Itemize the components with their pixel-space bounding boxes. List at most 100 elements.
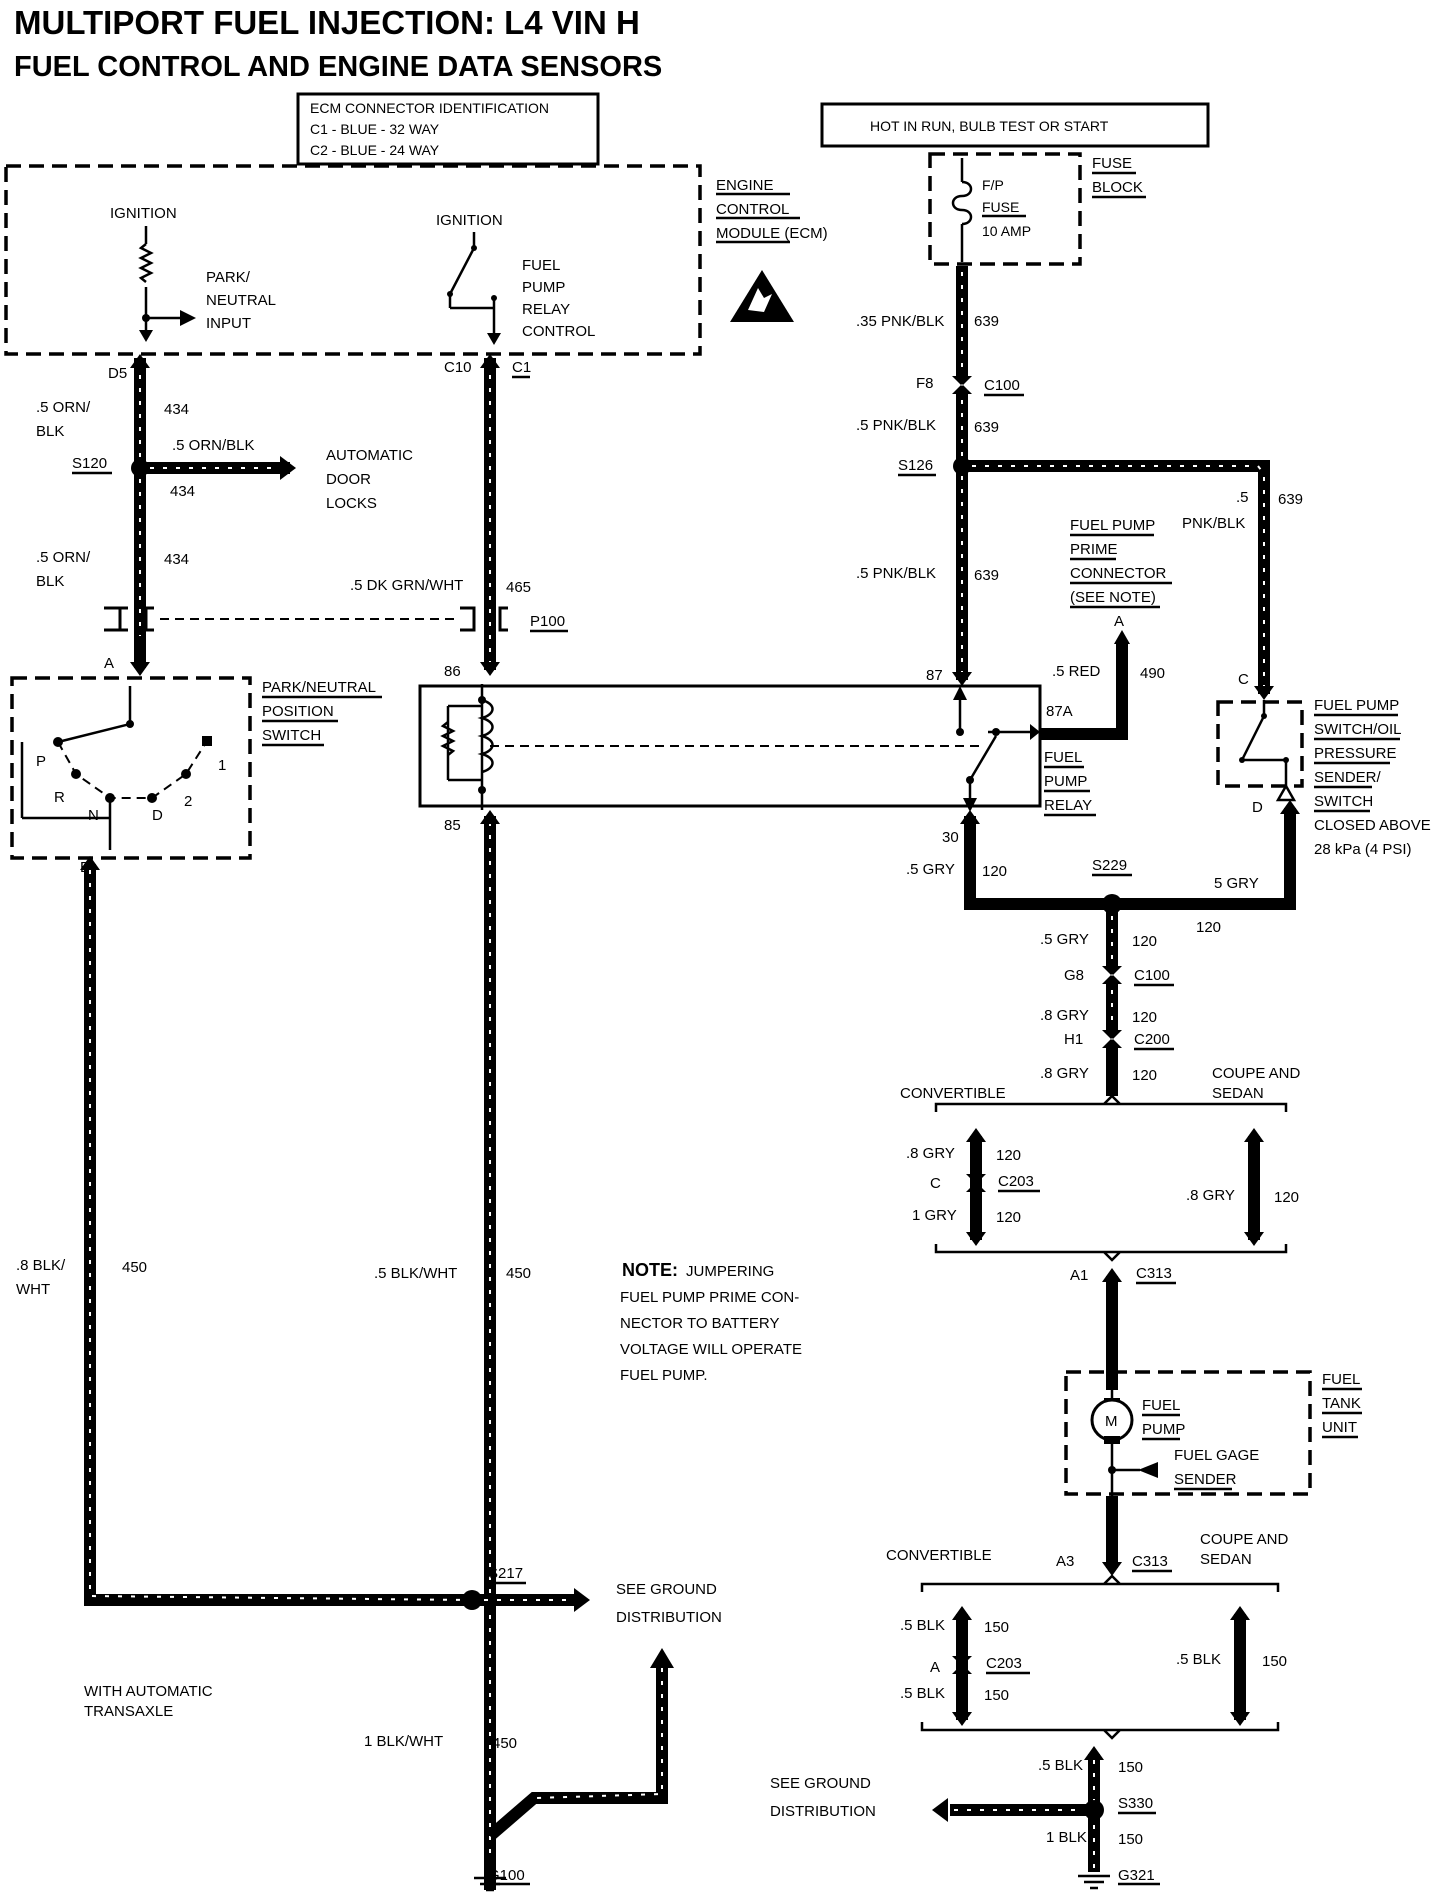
- wire-120-num-b: 120: [1196, 919, 1221, 936]
- prime-connector-label-1: FUEL PUMP: [1070, 517, 1155, 534]
- wire-120-color-c: .5 GRY: [1040, 931, 1089, 948]
- pin-86: 86: [444, 663, 461, 680]
- wire-639-num-a: 639: [974, 313, 999, 330]
- connector-p100-left: [104, 606, 128, 632]
- wire-120-num-g: 120: [996, 1209, 1021, 1226]
- note-line-3: NECTOR TO BATTERY: [620, 1315, 779, 1332]
- ecm-id-c2: C2 - BLUE - 24 WAY: [310, 142, 440, 158]
- connector-c100-label-b: C100: [1134, 967, 1170, 984]
- oil-switch-label-3: PRESSURE: [1314, 745, 1397, 762]
- wire-639-num-c: 639: [1278, 491, 1303, 508]
- connector-c203-b: [952, 1656, 972, 1674]
- fuel-tank-unit: [1064, 1370, 1312, 1496]
- pin-87a: 87A: [1046, 703, 1073, 720]
- wire-465-color: .5 DK GRN/WHT: [350, 577, 463, 594]
- ignition-label-1: IGNITION: [110, 205, 177, 222]
- fuse-block-label-1: FUSE: [1092, 155, 1132, 172]
- left-wiring: D5 .5 ORN/ BLK 434 S120 .5 ORN/BLK 434 A…: [36, 354, 568, 680]
- fpr-control-4: CONTROL: [522, 323, 595, 340]
- hot-in-run-label: HOT IN RUN, BULB TEST OR START: [870, 118, 1109, 134]
- ecm-id-c1: C1 - BLUE - 32 WAY: [310, 121, 440, 137]
- fuse-icon: [951, 180, 973, 226]
- wire-120-color-f: .8 GRY: [906, 1145, 955, 1162]
- wire-434-color-c1: .5 ORN/: [36, 549, 91, 566]
- wire-434-color-a1: .5 ORN/: [36, 399, 91, 416]
- connector-p100-right: [460, 606, 476, 632]
- see-ground-dist-right-1: SEE GROUND: [770, 1775, 871, 1792]
- connector-c100-b: [1102, 966, 1122, 984]
- option-bracket-2: [920, 1574, 1280, 1592]
- arrow-right-icon: [180, 310, 196, 326]
- wire-434-color-a2: BLK: [36, 423, 64, 440]
- note-line-4: VOLTAGE WILL OPERATE: [620, 1341, 802, 1358]
- splice-s217-label: S217: [488, 1565, 523, 1582]
- wire-450-color-b: .5 BLK/WHT: [374, 1265, 457, 1282]
- wire-434-color-b: .5 ORN/BLK: [172, 437, 255, 454]
- wire-490-num: 490: [1140, 665, 1165, 682]
- pin-c-c203: C: [930, 1175, 941, 1192]
- fpr-control-1: FUEL: [522, 257, 560, 274]
- connector-c313-label-b: C313: [1132, 1553, 1168, 1570]
- splice-s120-label: S120: [72, 455, 107, 472]
- fuse-rating: 10 AMP: [982, 223, 1031, 239]
- wire-490-color: .5 RED: [1052, 663, 1101, 680]
- pin-c1: C1: [512, 359, 531, 376]
- wire-120-num-d: 120: [1132, 1009, 1157, 1026]
- oil-pressure-switch: [1216, 700, 1304, 788]
- fuel-pump-label-1: FUEL: [1142, 1397, 1180, 1414]
- pn-switch-label-3: SWITCH: [262, 727, 321, 744]
- prime-connector-icon: [1114, 630, 1130, 644]
- pin-f8: F8: [916, 375, 934, 392]
- pin-a: A: [104, 655, 114, 672]
- connector-c203-a: [966, 1174, 986, 1192]
- connector-c100-label-a: C100: [984, 377, 1020, 394]
- ecm-label-1: ENGINE: [716, 177, 774, 194]
- oil-switch-label-6: CLOSED ABOVE: [1314, 817, 1431, 834]
- note-line-2: FUEL PUMP PRIME CON-: [620, 1289, 799, 1306]
- diagram-title: MULTIPORT FUEL INJECTION: L4 VIN H: [14, 4, 640, 41]
- prime-connector-label-3: CONNECTOR: [1070, 565, 1167, 582]
- right-wiring: .35 PNK/BLK 639 F8 C100 .5 PNK/BLK 639 S…: [770, 266, 1431, 1890]
- oil-switch-label-1: FUEL PUMP: [1314, 697, 1399, 714]
- wire-120-num-a: 120: [982, 863, 1007, 880]
- ground-wiring-left: .8 BLK/ WHT 450 .5 BLK/WHT 450 S217 SEE …: [16, 810, 722, 1892]
- wire-434-num-c: 434: [164, 551, 189, 568]
- splice-s330-label: S330: [1118, 1795, 1153, 1812]
- pull-up-resistor-icon: [138, 243, 154, 283]
- wire-639-num-b: 639: [974, 419, 999, 436]
- gear-n: N: [88, 807, 99, 824]
- fuse-block: FUSE BLOCK F/P FUSE 10 AMP: [928, 152, 1146, 266]
- oil-switch-label-7: 28 kPa (4 PSI): [1314, 841, 1412, 858]
- wire-150-num-a: 150: [984, 1619, 1009, 1636]
- oil-switch-label-4: SENDER/: [1314, 769, 1382, 786]
- pin-d5: D5: [108, 365, 127, 382]
- pn-switch-label-2: POSITION: [262, 703, 334, 720]
- wire-450-num-a: 450: [122, 1259, 147, 1276]
- wire-120-color-h: .8 GRY: [1186, 1187, 1235, 1204]
- park-neutral-switch: PARK/NEUTRAL POSITION SWITCH P R N D 2 1…: [10, 676, 382, 876]
- wire-639-color-d: PNK/BLK: [1182, 515, 1245, 532]
- wire-150-color-c: .5 BLK: [1176, 1651, 1221, 1668]
- pin-a-c203: A: [930, 1659, 940, 1676]
- connector-c203-label-a: C203: [998, 1173, 1034, 1190]
- arrow-right-icon: [574, 1588, 590, 1612]
- gear-2: 2: [184, 793, 192, 810]
- wire-450-color-a1: .8 BLK/: [16, 1257, 66, 1274]
- fuel-gage-label-2: SENDER: [1174, 1471, 1237, 1488]
- splice-s126-label: S126: [898, 457, 933, 474]
- gear-1: 1: [218, 757, 226, 774]
- wire-450-num-b: 450: [506, 1265, 531, 1282]
- fuse-block-label-2: BLOCK: [1092, 179, 1143, 196]
- wire-434-num-a: 434: [164, 401, 189, 418]
- diagram-subtitle: FUEL CONTROL AND ENGINE DATA SENSORS: [14, 51, 662, 83]
- wire-120-color-d: .8 GRY: [1040, 1007, 1089, 1024]
- splice-s229-label: S229: [1092, 857, 1127, 874]
- oil-switch-label-2: SWITCH/OIL: [1314, 721, 1402, 738]
- ecm-label-3: MODULE (ECM): [716, 225, 828, 242]
- convertible-label-2: CONVERTIBLE: [886, 1547, 992, 1564]
- prime-connector-label-4: (SEE NOTE): [1070, 589, 1156, 606]
- wire-120-num-e: 120: [1132, 1067, 1157, 1084]
- park-neutral-input-2: NEUTRAL: [206, 292, 276, 309]
- option-bracket-1b: [934, 1244, 1288, 1262]
